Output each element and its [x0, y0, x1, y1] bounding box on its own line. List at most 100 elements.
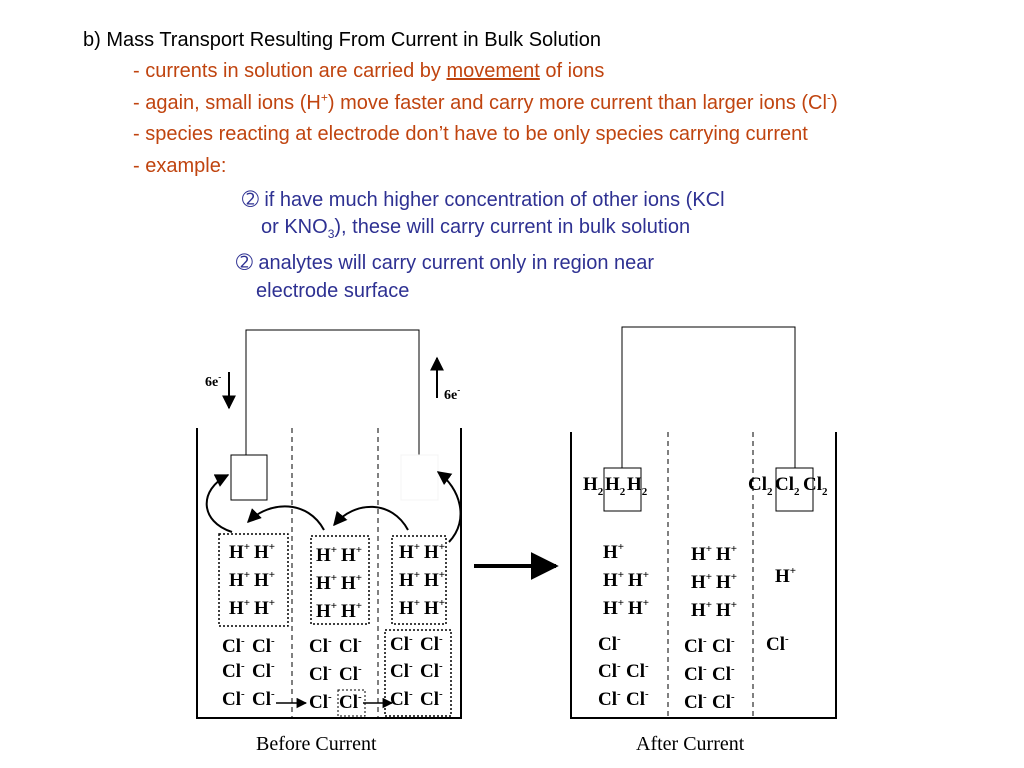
before-h-ion: H+	[229, 541, 250, 563]
after-cl-ion: Cl-	[598, 633, 621, 655]
before-cl-ion: Cl-	[309, 691, 332, 713]
sub-item-1-line2-pre: or KNO	[261, 216, 328, 238]
sub-item-1-line-2: or KNO3), these will carry current in bu…	[261, 215, 690, 241]
before-h-ion: H+	[254, 597, 275, 619]
before-cl-ion: Cl-	[309, 635, 332, 657]
after-current-cell	[570, 326, 837, 719]
bullet-2-sup-plus: +	[320, 90, 328, 105]
before-cl-ion: Cl-	[339, 635, 362, 657]
before-h-ion: H+	[316, 600, 337, 622]
after-cl-ion: Cl-	[684, 635, 707, 657]
before-h-ion: H+	[229, 569, 250, 591]
before-h-ion: H+	[424, 541, 445, 563]
sub-item-1-line-1: ➁ if have much higher concentration of o…	[242, 188, 725, 212]
bullet-2-post: )	[830, 92, 838, 114]
sub-item-2-line-1: ➁ analytes will carry current only in re…	[236, 251, 654, 275]
migration-arrow-to-electrode	[205, 474, 233, 533]
electron-label-right: 6e-	[444, 385, 460, 403]
after-anode-electrode	[775, 467, 814, 512]
after-h-ion: H+	[691, 571, 712, 593]
bullet-2-sup-minus: -	[826, 90, 831, 105]
after-h2-molecule: H2	[583, 474, 604, 498]
migration-arrow-right-to-mid	[333, 505, 409, 531]
before-h-ion: H+	[399, 597, 420, 619]
after-cl-ion: Cl-	[684, 663, 707, 685]
after-cl2-molecule: Cl2	[803, 474, 828, 498]
after-h-ion: H+	[628, 569, 649, 591]
after-h-ion: H+	[691, 543, 712, 565]
after-h-ion: H+	[716, 571, 737, 593]
migration-arrow-from-anode	[436, 471, 462, 543]
before-cl-ion: Cl-	[339, 663, 362, 685]
before-h-ion: H+	[254, 541, 275, 563]
after-h-ion: H+	[603, 597, 624, 619]
after-cl2-molecule: Cl2	[775, 474, 800, 498]
before-h-ion: H+	[424, 597, 445, 619]
after-cl-ion: Cl-	[712, 691, 735, 713]
after-current-caption: After Current	[636, 733, 745, 755]
after-beaker	[570, 432, 837, 719]
bullet-small-ions: - again, small ions (H+) move faster and…	[133, 91, 838, 115]
before-h-ion: H+	[399, 569, 420, 591]
before-current-caption: Before Current	[256, 733, 377, 755]
after-cl2-molecule: Cl2	[748, 474, 773, 498]
after-cl-ion: Cl-	[598, 660, 621, 682]
after-cl-ion: Cl-	[712, 663, 735, 685]
after-cl-ion: Cl-	[626, 660, 649, 682]
sub-item-1-marker: ➁	[242, 189, 259, 211]
after-cl-ion: Cl-	[598, 688, 621, 710]
after-h2-molecule: H2	[627, 474, 648, 498]
after-h-ion: H+	[628, 597, 649, 619]
migration-arrow-mid-to-left	[247, 505, 325, 531]
before-anode-electrode	[400, 454, 439, 501]
before-h-ion: H+	[229, 597, 250, 619]
sub-item-2-marker: ➁	[236, 252, 253, 274]
sub-item-1-subscript: 3	[327, 227, 335, 241]
bullet-1-pre: - currents in solution are carried by	[133, 60, 447, 82]
before-h-ion: H+	[316, 544, 337, 566]
before-h-ion: H+	[254, 569, 275, 591]
after-cl-ion: Cl-	[712, 635, 735, 657]
cation-group-right	[391, 535, 447, 625]
before-cl-ion: Cl-	[390, 633, 413, 655]
after-cl-ion: Cl-	[766, 633, 789, 655]
before-h-ion: H+	[341, 600, 362, 622]
before-cl-ion: Cl-	[390, 660, 413, 682]
after-h-ion: H+	[603, 569, 624, 591]
before-cl-ion: Cl-	[222, 635, 245, 657]
before-cl-ion: Cl-	[222, 688, 245, 710]
before-h-ion: H+	[399, 541, 420, 563]
before-h-ion: H+	[316, 572, 337, 594]
cation-group-left	[218, 533, 289, 627]
after-cathode-electrode	[603, 467, 642, 512]
bullet-example: - example:	[133, 155, 227, 177]
before-cl-ion: Cl-	[252, 688, 275, 710]
after-external-circuit-wire	[621, 326, 796, 468]
bullet-2-mid: ) move faster and carry more current tha…	[327, 92, 827, 114]
after-cl-ion: Cl-	[626, 688, 649, 710]
before-cl-ion: Cl-	[390, 688, 413, 710]
before-cl-ion: Cl-	[420, 633, 443, 655]
after-h-ion: H+	[691, 599, 712, 621]
anion-group-right	[384, 629, 452, 717]
ion-labels-layer: H+H+H+H+H+H+H+H+H+H+H+H+H+H+H+H+H+H+Cl-C…	[222, 474, 828, 713]
bullet-species-reacting: - species reacting at electrode don’t ha…	[133, 123, 808, 145]
before-cl-ion: Cl-	[252, 660, 275, 682]
slide-heading: b) Mass Transport Resulting From Current…	[83, 29, 601, 51]
bullet-1-emphasis: movement	[446, 60, 540, 82]
before-cl-ion: Cl-	[420, 688, 443, 710]
before-beaker	[196, 428, 462, 719]
sub-item-2-line-2: electrode surface	[256, 280, 410, 302]
sub-item-2-text: analytes will carry current only in regi…	[252, 252, 655, 274]
before-h-ion: H+	[341, 544, 362, 566]
bullet-1-post: of ions	[539, 60, 605, 82]
after-h-ion: H+	[775, 565, 796, 587]
bullet-2-pre: - again, small ions (H	[133, 92, 321, 114]
after-cl-ion: Cl-	[684, 691, 707, 713]
before-cathode-electrode	[230, 454, 268, 501]
before-external-circuit-wire	[245, 329, 420, 455]
electron-label-left: 6e-	[205, 372, 221, 390]
after-h-ion: H+	[716, 599, 737, 621]
after-h-ion: H+	[716, 543, 737, 565]
